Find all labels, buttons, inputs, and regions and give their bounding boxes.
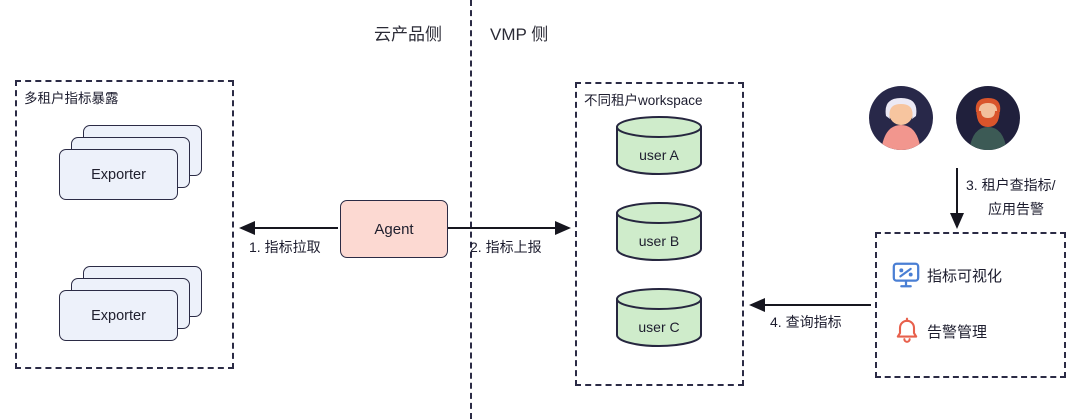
person-icon [869, 86, 933, 150]
database-cylinder-icon [616, 202, 702, 261]
metrics-visualization-row: 指标可视化 [877, 260, 1064, 294]
alert-management-row: 告警管理 [877, 316, 1064, 350]
workspace-box: 不同租户workspace user A user B user C [575, 82, 744, 386]
tenant-query-label-line1: 3. 租户查指标/ [966, 177, 1056, 193]
database-user-b: user B [613, 200, 705, 264]
exporter-label: Exporter [91, 166, 146, 183]
exporter-group-box: 多租户指标暴露 Exporter Exporter [15, 80, 234, 369]
exporter-card: Exporter [59, 149, 178, 200]
agent-node: Agent [340, 200, 448, 258]
section-divider [470, 0, 472, 419]
exporter-stack-1: Exporter [59, 125, 202, 200]
database-label: user B [638, 233, 680, 249]
tenant-query-label-line2: 应用告警 [988, 201, 1044, 217]
database-label: user A [639, 147, 679, 163]
query-metrics-label: 4. 查询指标 [770, 314, 842, 330]
right-section-title: VMP 侧 [490, 25, 549, 44]
alert-management-label: 告警管理 [927, 324, 988, 341]
agent-label: Agent [374, 220, 414, 238]
database-user-c: user C [613, 286, 705, 350]
exporter-stack-2: Exporter [59, 266, 202, 341]
user-avatar-2 [955, 85, 1021, 151]
workspace-title: 不同租户workspace [584, 93, 703, 108]
exporter-group-title: 多租户指标暴露 [24, 91, 119, 106]
database-label: user C [638, 319, 680, 335]
exporter-label: Exporter [91, 307, 146, 324]
database-user-a: user A [613, 114, 705, 178]
monitor-icon [891, 260, 921, 295]
database-cylinder-icon [616, 288, 702, 347]
exporter-card: Exporter [59, 290, 178, 341]
user-avatar-1 [868, 85, 934, 151]
left-section-title: 云产品侧 [374, 25, 442, 44]
report-arrow-label: 2. 指标上报 [470, 239, 542, 255]
pull-arrow-label: 1. 指标拉取 [249, 239, 321, 255]
bell-icon [893, 316, 921, 349]
console-box: 指标可视化 告警管理 [875, 232, 1066, 378]
person-icon [956, 86, 1020, 150]
metrics-visualization-label: 指标可视化 [927, 268, 1003, 285]
database-cylinder-icon [616, 116, 702, 175]
